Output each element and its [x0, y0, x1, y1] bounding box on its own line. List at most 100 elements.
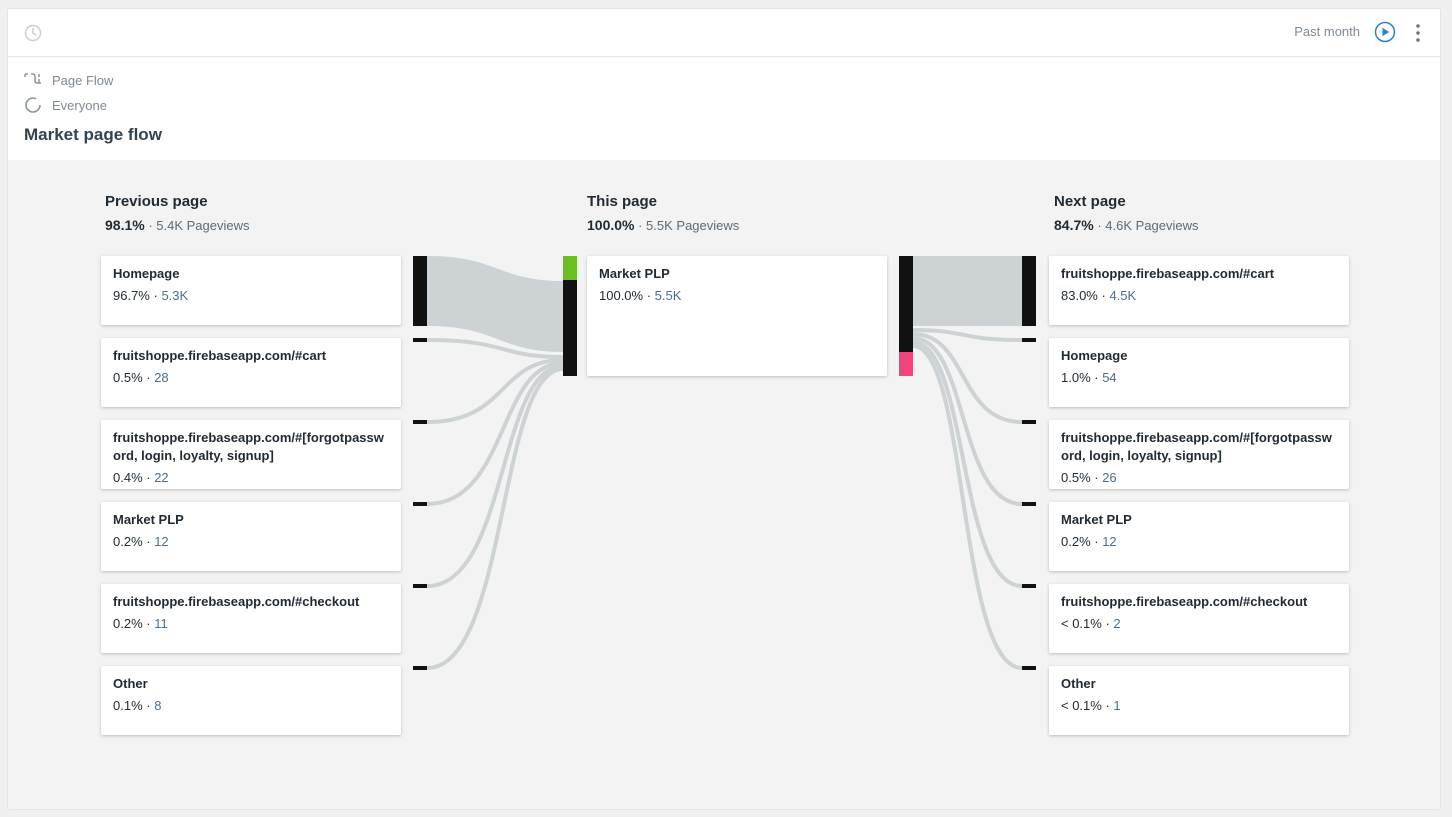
- node-stats: 0.4% · 22: [113, 470, 169, 485]
- this-page-summary: 100.0% · 5.5K Pageviews: [587, 217, 740, 233]
- node-name: Other: [1061, 676, 1096, 691]
- this-page-bar: [563, 280, 577, 376]
- node-stats: 1.0% · 54: [1061, 370, 1117, 385]
- flow-link: [912, 336, 1023, 506]
- previous-page-bar: [413, 502, 427, 506]
- previous-page-bar: [413, 256, 427, 326]
- node-stats: 100.0% · 5.5K: [599, 288, 682, 303]
- next-page-node[interactable]: fruitshoppe.firebaseapp.com/#[forgotpass…: [1049, 420, 1349, 489]
- flow-link: [912, 328, 1023, 342]
- node-name: Homepage: [1061, 348, 1128, 363]
- node-name: fruitshoppe.firebaseapp.com/#[forgotpass…: [113, 430, 384, 463]
- this-page-pct: 100.0%: [587, 217, 635, 233]
- previous-page-node[interactable]: fruitshoppe.firebaseapp.com/#[forgotpass…: [101, 420, 401, 489]
- flow-link: [426, 367, 564, 670]
- flow-link: [427, 256, 563, 352]
- next-page-pct: 84.7%: [1054, 217, 1094, 233]
- flow-link: [913, 256, 1022, 326]
- node-count: 22: [154, 470, 169, 485]
- this-page-exit-bar: [899, 256, 913, 352]
- node-pct: 0.2%: [113, 534, 143, 549]
- next-page-title: Next page: [1054, 193, 1126, 210]
- next-page-bar: [1022, 338, 1036, 342]
- flow-link: [912, 332, 1023, 424]
- node-name: Market PLP: [1061, 512, 1132, 527]
- page-flow-icon: [24, 73, 41, 84]
- page-flow-card: Past month Page Flow Everyone Market pag…: [7, 8, 1441, 810]
- more-icon[interactable]: [1412, 22, 1424, 44]
- next-page-node[interactable]: Other < 0.1% · 1: [1049, 666, 1349, 735]
- previous-page-pageviews: 5.4K Pageviews: [156, 218, 250, 233]
- date-range-label[interactable]: Past month: [1294, 24, 1360, 39]
- next-page-bar: [1022, 666, 1036, 670]
- previous-page-node[interactable]: Other 0.1% · 8: [101, 666, 401, 735]
- segment-label[interactable]: Everyone: [52, 97, 107, 113]
- flow-link: [426, 358, 564, 424]
- node-stats: < 0.1% · 2: [1061, 616, 1121, 631]
- node-name: fruitshoppe.firebaseapp.com/#cart: [1061, 266, 1275, 281]
- previous-page-node[interactable]: Market PLP 0.2% · 12: [101, 502, 401, 571]
- node-stats: 0.1% · 8: [113, 698, 162, 713]
- previous-page-node[interactable]: fruitshoppe.firebaseapp.com/#checkout 0.…: [101, 584, 401, 653]
- node-pct: 83.0%: [1061, 288, 1098, 303]
- card-toolbar: Past month: [8, 9, 1440, 57]
- clock-icon[interactable]: [24, 24, 42, 42]
- node-pct: 0.1%: [113, 698, 143, 713]
- flow-diagram: [413, 256, 1036, 670]
- node-name: fruitshoppe.firebaseapp.com/#checkout: [1061, 594, 1308, 609]
- node-stats: 0.2% · 12: [1061, 534, 1117, 549]
- next-page-bar: [1022, 256, 1036, 326]
- exit-bar: [899, 352, 913, 376]
- node-count: 28: [154, 370, 169, 385]
- report-type: Page Flow: [24, 71, 113, 89]
- flow-link: [426, 338, 564, 359]
- next-page-node[interactable]: Market PLP 0.2% · 12: [1049, 502, 1349, 571]
- previous-page-node[interactable]: fruitshoppe.firebaseapp.com/#cart 0.5% ·…: [101, 338, 401, 407]
- previous-page-node[interactable]: Homepage 96.7% · 5.3K: [101, 256, 401, 325]
- node-pct: < 0.1%: [1061, 616, 1102, 631]
- next-page-pageviews: 4.6K Pageviews: [1105, 218, 1199, 233]
- next-page-bar: [1022, 502, 1036, 506]
- node-count: 54: [1102, 370, 1117, 385]
- flow-link: [912, 340, 1023, 588]
- node-count: 4.5K: [1109, 288, 1137, 303]
- next-page-node[interactable]: fruitshoppe.firebaseapp.com/#checkout < …: [1049, 584, 1349, 653]
- next-page-node[interactable]: fruitshoppe.firebaseapp.com/#cart 83.0% …: [1049, 256, 1349, 325]
- node-pct: 100.0%: [599, 288, 644, 303]
- node-pct: < 0.1%: [1061, 698, 1102, 713]
- node-name: fruitshoppe.firebaseapp.com/#checkout: [113, 594, 360, 609]
- node-count: 11: [154, 616, 168, 631]
- previous-page-bar: [413, 666, 427, 670]
- node-name: fruitshoppe.firebaseapp.com/#cart: [113, 348, 327, 363]
- next-page-header: Next page 84.7% · 4.6K Pageviews: [1054, 193, 1199, 233]
- node-pct: 0.5%: [1061, 470, 1091, 485]
- node-count: 26: [1102, 470, 1117, 485]
- node-count: 2: [1113, 616, 1121, 631]
- flow-link: [426, 361, 564, 506]
- this-page-node[interactable]: Market PLP 100.0% · 5.5K: [587, 256, 887, 376]
- node-stats: 0.5% · 28: [113, 370, 169, 385]
- flow-link: [426, 364, 564, 588]
- node-pct: 0.5%: [113, 370, 143, 385]
- play-icon[interactable]: [1374, 21, 1396, 43]
- previous-page-pct: 98.1%: [105, 217, 145, 233]
- node-count: 5.3K: [161, 288, 189, 303]
- previous-page-bar: [413, 338, 427, 342]
- entry-bar: [563, 256, 577, 280]
- node-name: Homepage: [113, 266, 180, 281]
- node-name: Other: [113, 676, 148, 691]
- node-stats: 0.5% · 26: [1061, 470, 1117, 485]
- previous-page-summary: 98.1% · 5.4K Pageviews: [105, 217, 250, 233]
- segment-icon: [25, 97, 41, 113]
- node-pct: 0.2%: [113, 616, 143, 631]
- next-page-bar: [1022, 420, 1036, 424]
- node-name: Market PLP: [113, 512, 184, 527]
- next-page-node[interactable]: Homepage 1.0% · 54: [1049, 338, 1349, 407]
- flow-canvas: Previous page 98.1% · 5.4K Pageviews Thi…: [8, 160, 1440, 809]
- this-page-title: This page: [587, 193, 658, 210]
- node-stats: 96.7% · 5.3K: [113, 288, 189, 303]
- node-count: 5.5K: [654, 288, 682, 303]
- this-page-header: This page 100.0% · 5.5K Pageviews: [587, 193, 739, 233]
- node-pct: 0.2%: [1061, 534, 1091, 549]
- node-pct: 96.7%: [113, 288, 150, 303]
